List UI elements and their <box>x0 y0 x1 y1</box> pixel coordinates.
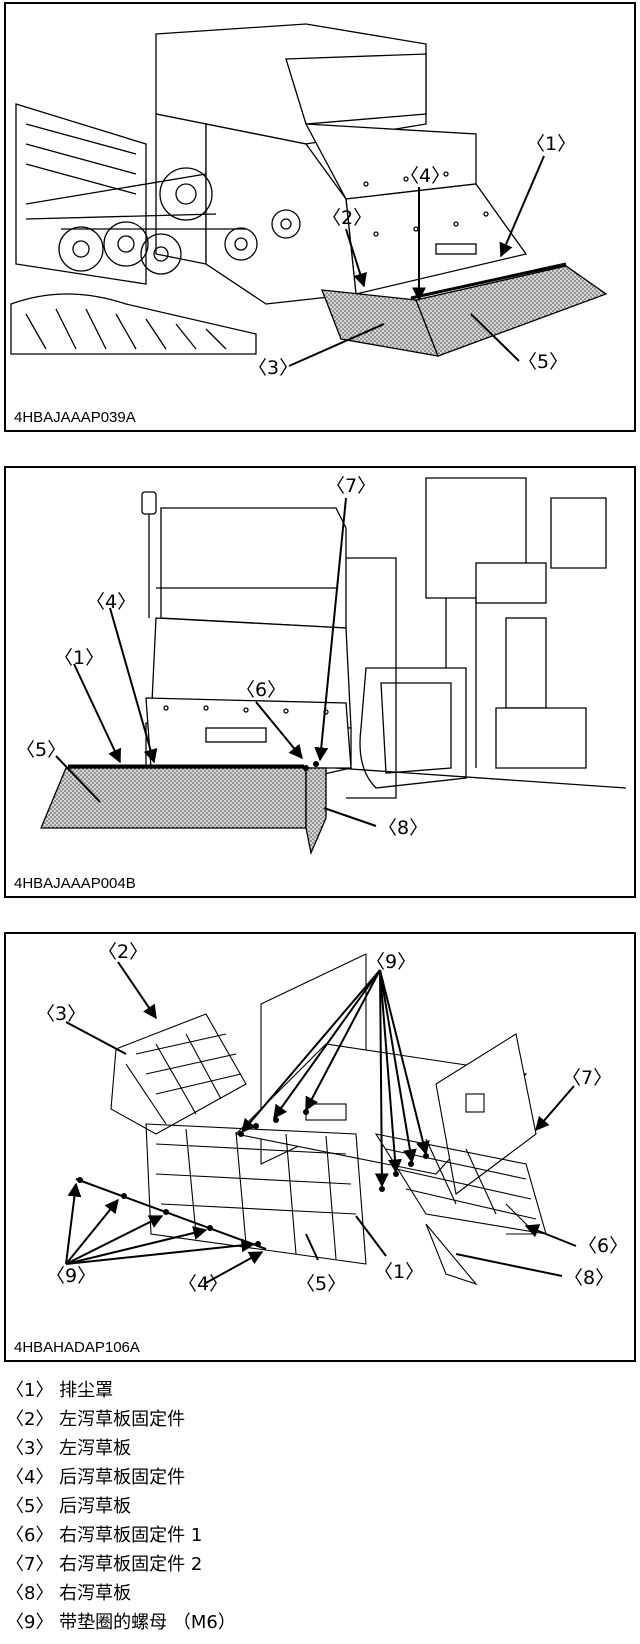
callout-6: 〈6〉 <box>236 679 286 701</box>
legend-item-8: 〈8〉 右泻草板 <box>6 1583 132 1604</box>
legend-item-3: 〈3〉 左泻草板 <box>6 1438 132 1459</box>
callout-9: 〈9〉 <box>46 1265 96 1287</box>
legend-item-6: 〈6〉 右泻草板固定件 1 <box>6 1525 203 1546</box>
callout-6: 〈6〉 <box>578 1235 628 1257</box>
callout-1: 〈1〉 <box>374 1261 424 1283</box>
figure-code: 4HBAJAAAP004B <box>14 875 136 892</box>
callout-1: 〈1〉 <box>526 133 576 155</box>
figure-3-callouts: 〈2〉 〈9〉 〈3〉 〈7〉 〈9〉 〈6〉 〈4〉 〈5〉 〈1〉 〈8〉 <box>36 941 628 1295</box>
callout-5: 〈5〉 <box>16 739 66 761</box>
callout-4: 〈4〉 <box>400 165 450 187</box>
figure-1-drawing: 〈1〉 〈2〉 〈4〉 〈3〉 〈5〉 <box>10 23 608 379</box>
callout-2: 〈2〉 <box>322 207 372 229</box>
figure-1-callouts: 〈1〉 〈2〉 〈4〉 〈3〉 〈5〉 <box>248 133 576 379</box>
callout-7: 〈7〉 <box>562 1067 612 1089</box>
callout-3: 〈3〉 <box>36 1003 86 1025</box>
figure-2-callouts: 〈7〉 〈4〉 〈1〉 〈6〉 〈5〉 〈8〉 <box>16 475 428 839</box>
callout-8: 〈8〉 <box>564 1267 614 1289</box>
callout-5: 〈5〉 <box>296 1273 346 1295</box>
callout-9: 〈9〉 <box>366 951 416 973</box>
callout-8: 〈8〉 <box>378 817 428 839</box>
legend-item-5: 〈5〉 后泻草板 <box>6 1496 132 1517</box>
callout-4: 〈4〉 <box>86 591 136 613</box>
parts-legend: 〈1〉 排尘罩 〈2〉 左泻草板固定件 〈3〉 左泻草板 〈4〉 后泻草板固定件… <box>6 1376 626 1637</box>
figure-2-drawing: 〈7〉 〈4〉 〈1〉 〈6〉 〈5〉 〈8〉 <box>16 475 627 856</box>
legend-item-1: 〈1〉 排尘罩 <box>6 1380 114 1401</box>
figure-2: 〈7〉 〈4〉 〈1〉 〈6〉 〈5〉 〈8〉 4HBAJAAAP004B <box>4 466 636 898</box>
figure-3: 〈2〉 〈9〉 〈3〉 〈7〉 〈9〉 〈6〉 〈4〉 〈5〉 〈1〉 〈8〉 … <box>4 932 636 1362</box>
callout-7: 〈7〉 <box>326 475 376 497</box>
callout-5: 〈5〉 <box>518 351 568 373</box>
legend-item-7: 〈7〉 右泻草板固定件 2 <box>6 1554 203 1575</box>
legend-item-9: 〈9〉 带垫圈的螺母 （M6） <box>6 1612 236 1633</box>
figure-code: 4HBAJAAAP039A <box>14 409 136 426</box>
figure-1: 〈1〉 〈2〉 〈4〉 〈3〉 〈5〉 4HBAJAAAP039A <box>4 2 636 432</box>
callout-1: 〈1〉 <box>54 647 104 669</box>
legend-item-4: 〈4〉 后泻草板固定件 <box>6 1467 186 1488</box>
callout-2: 〈2〉 <box>98 941 148 963</box>
callout-4: 〈4〉 <box>178 1273 228 1295</box>
legend-item-2: 〈2〉 左泻草板固定件 <box>6 1409 186 1430</box>
figure-code: 4HBAHADAP106A <box>14 1339 140 1356</box>
callout-3: 〈3〉 <box>248 357 298 379</box>
figure-3-drawing: 〈2〉 〈9〉 〈3〉 〈7〉 〈9〉 〈6〉 〈4〉 〈5〉 〈1〉 〈8〉 <box>36 941 628 1295</box>
